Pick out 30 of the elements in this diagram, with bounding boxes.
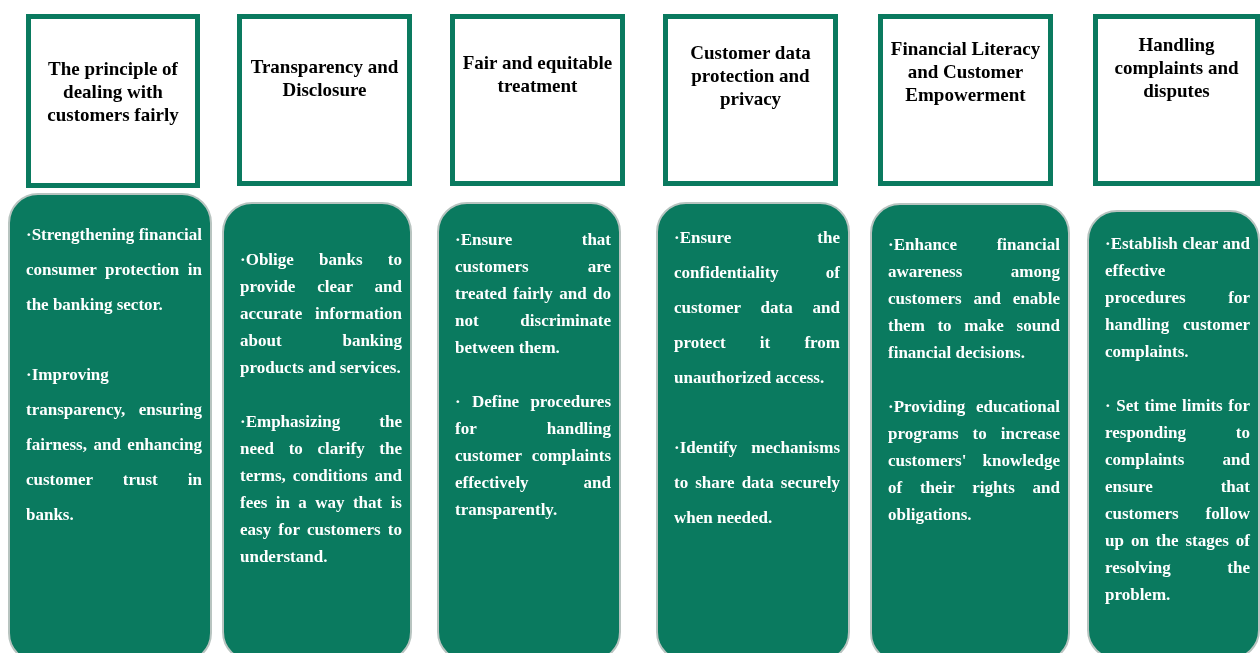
bullet-text: ·Oblige banks to provide clear and accurate information about banking products and services. [240, 249, 402, 379]
heading-text: Transparency and Disclosure [249, 55, 400, 101]
heading-box [878, 14, 1053, 186]
heading-text: Handling complaints and disputes [1113, 33, 1240, 102]
heading-text: Fair and equitable treatment [461, 51, 614, 97]
bullet-text: · Define procedures for handling customer complaints effectively and transparently. [455, 391, 611, 521]
heading-text: Financial Literacy and Customer Empowerment [889, 37, 1042, 106]
bullet-text: ·Strengthening financial consumer protection in the banking sector. [26, 224, 202, 316]
bullet-text: · Set time limits for responding to complaints and ensure that customers follow up on the stages of resolving the problem. [1105, 395, 1250, 606]
description-card [437, 202, 621, 653]
bullet-text: ·Emphasizing the need to clarify the terms, conditions and fees in a way that is easy for customers to understand. [240, 411, 402, 568]
bullet-text: ·Providing educational programs to increase customers' knowledge of their rights and obligations. [888, 396, 1060, 526]
bullet-text: ·Ensure the confidentiality of customer data and protect it from unauthorized access. [674, 227, 840, 389]
heading-box [1093, 14, 1260, 186]
description-card [1087, 210, 1260, 653]
bullet-text: ·Improving transparency, ensuring fairness, and enhancing customer trust in banks. [26, 364, 202, 526]
description-card [8, 193, 212, 653]
heading-text: The principle of dealing with customers fairly [46, 57, 180, 126]
heading-text: Customer data protection and privacy [689, 41, 812, 110]
heading-box [450, 14, 625, 186]
bullet-text: ·Ensure that customers are treated fairly and do not discriminate between them. [455, 229, 611, 359]
bullet-text: ·Identify mechanisms to share data securely when needed. [674, 437, 840, 529]
heading-box [26, 14, 200, 188]
heading-box [663, 14, 838, 186]
bullet-text: ·Establish clear and effective procedures for handling customer complaints. [1105, 233, 1250, 363]
description-card [870, 203, 1070, 653]
description-card [656, 202, 850, 653]
bullet-text: ·Enhance financial awareness among customers and enable them to make sound financial decisions. [888, 234, 1060, 364]
description-card [222, 202, 412, 653]
heading-box [237, 14, 412, 186]
